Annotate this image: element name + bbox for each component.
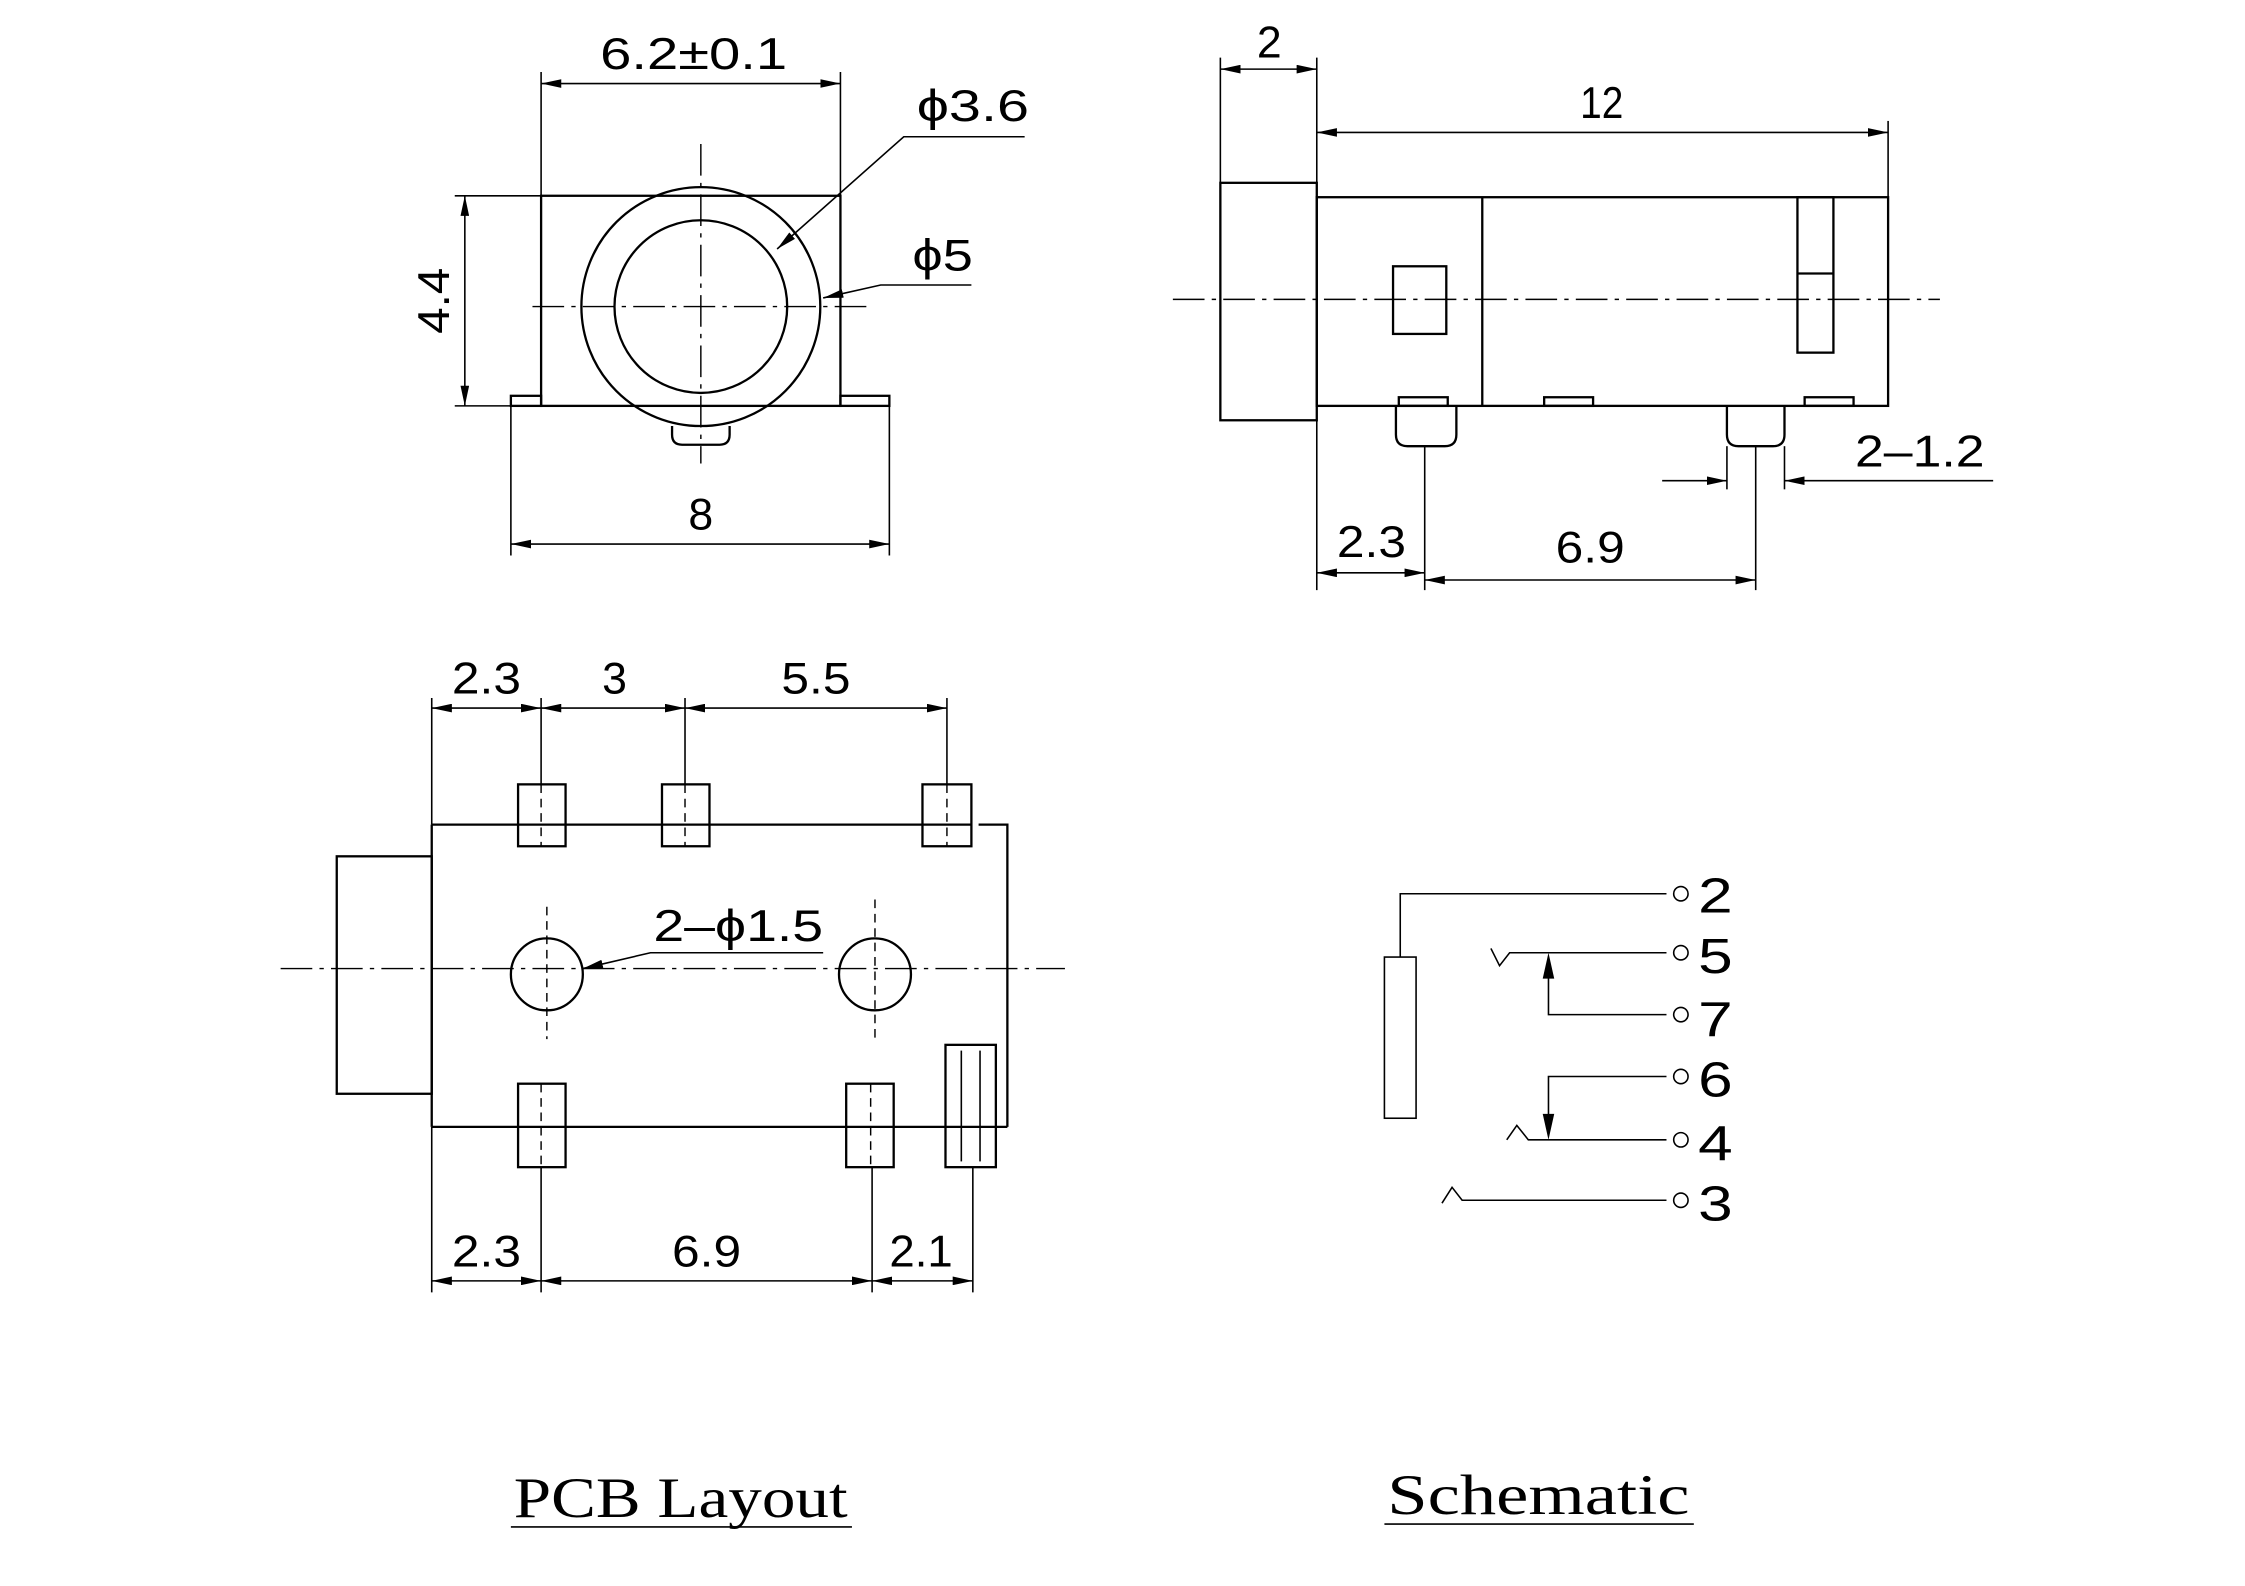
- pcb-layout-view: 2.3 3 5.5 2–ϕ1.5 2.3 6.9 2.1 PCB Layout: [280, 655, 1065, 1530]
- dimension-pin-width-label: 2–1.2: [1855, 427, 1985, 476]
- dimension-flange-depth-label: 2: [1257, 19, 1282, 68]
- mounting-holes: [509, 899, 913, 1040]
- front-flange-outline: [335, 855, 433, 1095]
- pin-label: 7: [1698, 993, 1733, 1047]
- leader-inner-diameter: [776, 135, 1025, 250]
- top-dim-1: 2.3: [452, 655, 521, 704]
- hole-label: 2–ϕ1.5: [653, 902, 823, 951]
- dimension-width-label: 6.2±0.1: [600, 30, 787, 79]
- dimension-pin-offset-label: 2.3: [1337, 518, 1406, 567]
- outer-diameter-label: ϕ5: [912, 232, 972, 281]
- top-dim-3: 5.5: [781, 655, 850, 704]
- bottom-dim-1: 2.3: [452, 1227, 521, 1276]
- pin-label: 5: [1698, 930, 1733, 984]
- inner-diameter-label: ϕ3.6: [917, 82, 1029, 131]
- schematic-view: 2 5 7 6 4 3 Schematic: [1383, 869, 1733, 1527]
- bottom-dim-2: 6.9: [672, 1227, 741, 1276]
- side-slot: [1796, 196, 1835, 354]
- dimension-pin-spacing-label: 6.9: [1556, 524, 1625, 573]
- schematic-title: Schematic: [1387, 1464, 1689, 1527]
- bottom-dim-3: 2.1: [889, 1227, 952, 1276]
- leader-outer-diameter: [822, 284, 972, 299]
- bottom-pads: [516, 1043, 998, 1169]
- right-flange: [839, 394, 891, 408]
- bottom-tab: [670, 426, 731, 446]
- front-view: 6.2±0.1 4.4 ϕ3.6 ϕ5 8: [410, 30, 1029, 556]
- dimension-length-label: 12: [1580, 79, 1623, 128]
- dimension-flange-label: 8: [688, 491, 713, 540]
- plug-contact: [1383, 956, 1417, 1120]
- pin-label: 2: [1698, 869, 1733, 923]
- side-view: 2 12 2–1.2 2.3 6.9: [1172, 19, 1994, 591]
- front-flange: [1219, 181, 1318, 422]
- top-pads: [516, 783, 973, 848]
- pin-label: 4: [1698, 1117, 1733, 1171]
- top-dim-2: 3: [602, 655, 627, 704]
- hole-leader: [582, 951, 824, 970]
- jack-body-outline: [539, 194, 842, 408]
- pin-right: [1725, 405, 1786, 448]
- pin-terminals: [1672, 885, 1689, 1209]
- pin-left: [1394, 405, 1458, 448]
- jack-body-side: [1315, 196, 1890, 408]
- pin-label: 6: [1698, 1054, 1733, 1108]
- pcb-layout-title: PCB Layout: [514, 1467, 848, 1530]
- left-flange: [509, 394, 543, 408]
- pin-label: 3: [1698, 1177, 1733, 1231]
- dimension-height-label: 4.4: [410, 268, 459, 334]
